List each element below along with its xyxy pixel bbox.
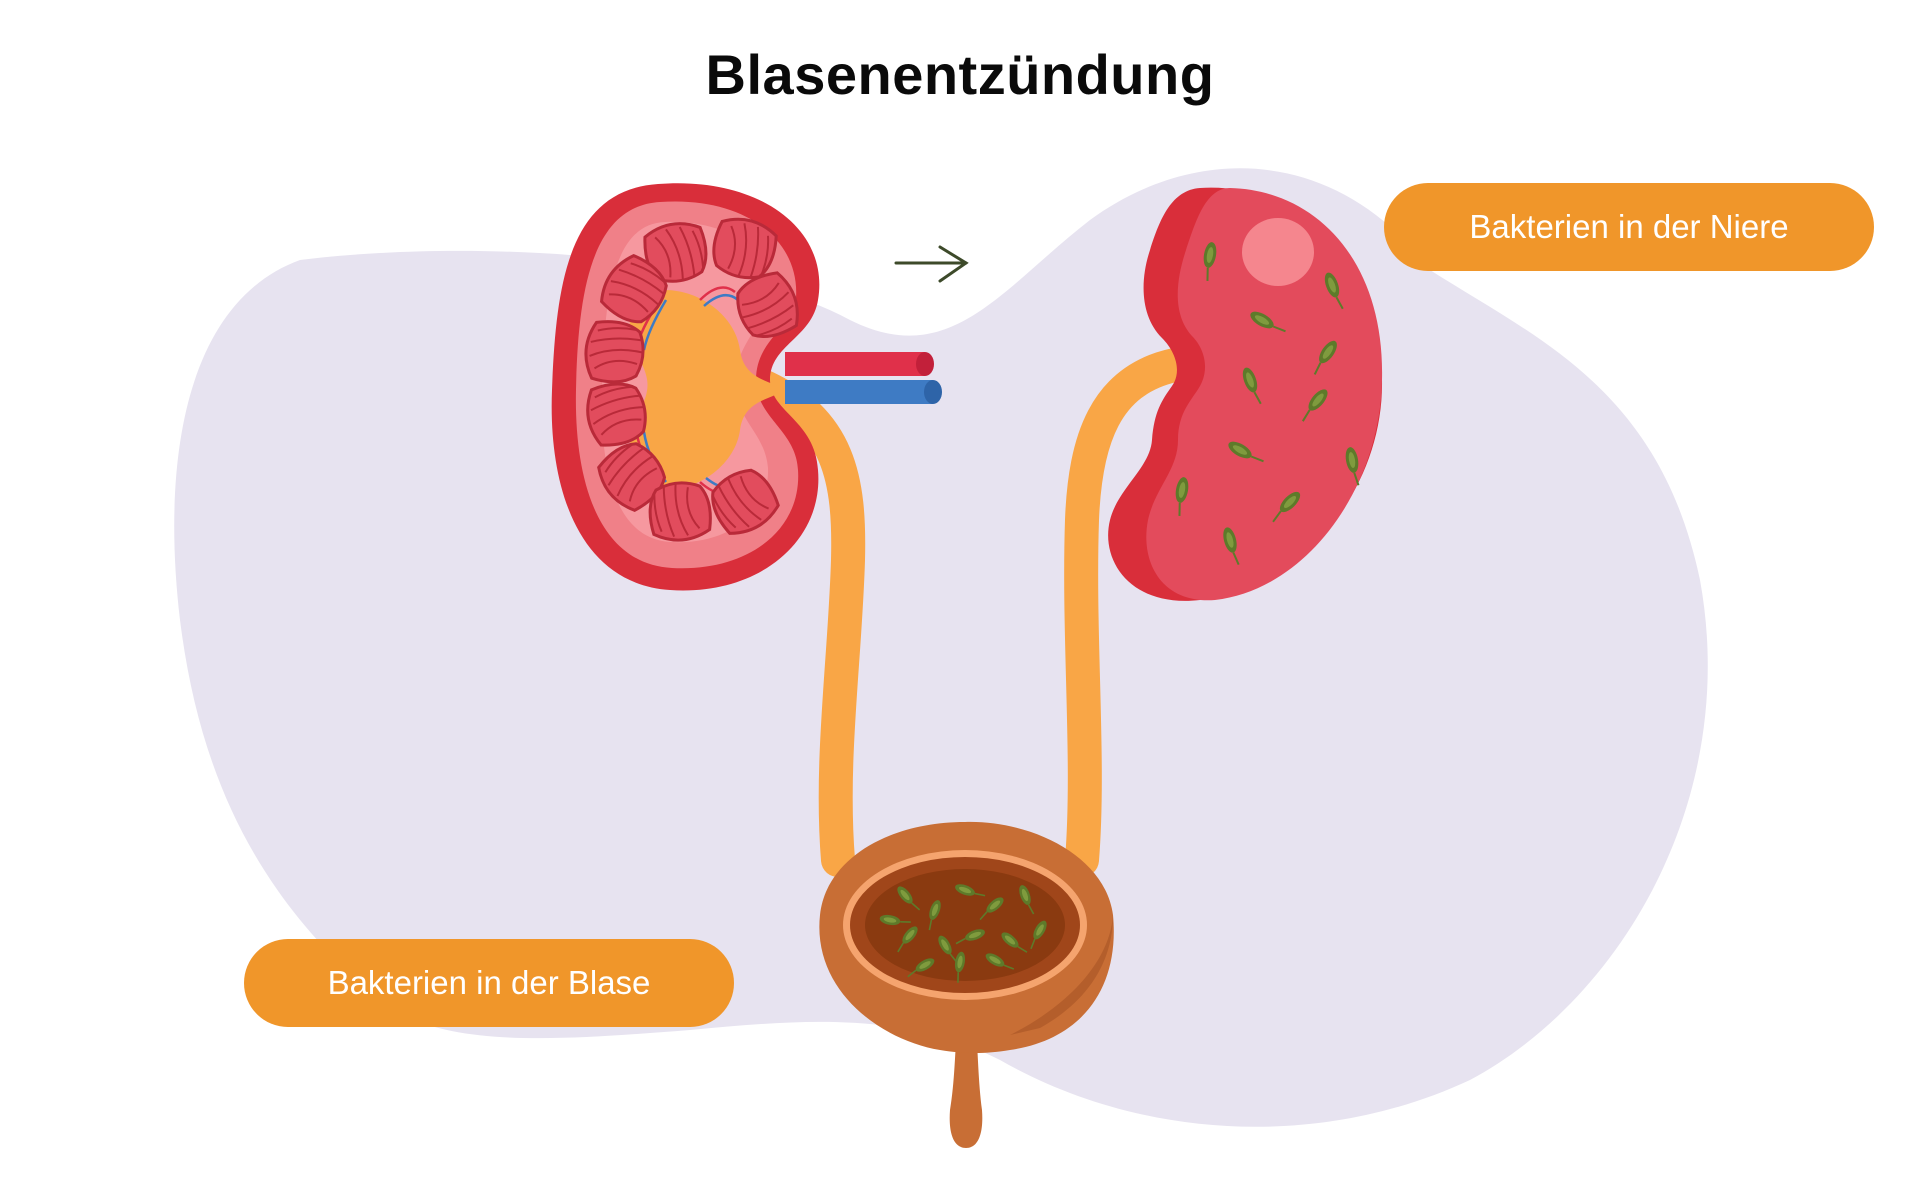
page-title: Blasenentzündung [705, 43, 1215, 106]
label-bladder-bacteria: Bakterien in der Blase [244, 939, 734, 1027]
label-kidney-bacteria: Bakterien in der Niere [1384, 183, 1874, 271]
label-bladder-text: Bakterien in der Blase [327, 964, 651, 1001]
left-kidney-cross-section [551, 183, 820, 591]
blood-vessels [785, 352, 942, 404]
bladder-icon [819, 821, 1114, 1148]
left-ureter [743, 368, 866, 877]
infected-kidney [1108, 187, 1383, 601]
arrow-right-icon [894, 245, 969, 283]
right-ureter [1064, 348, 1192, 877]
label-kidney-text: Bakterien in der Niere [1469, 208, 1789, 245]
